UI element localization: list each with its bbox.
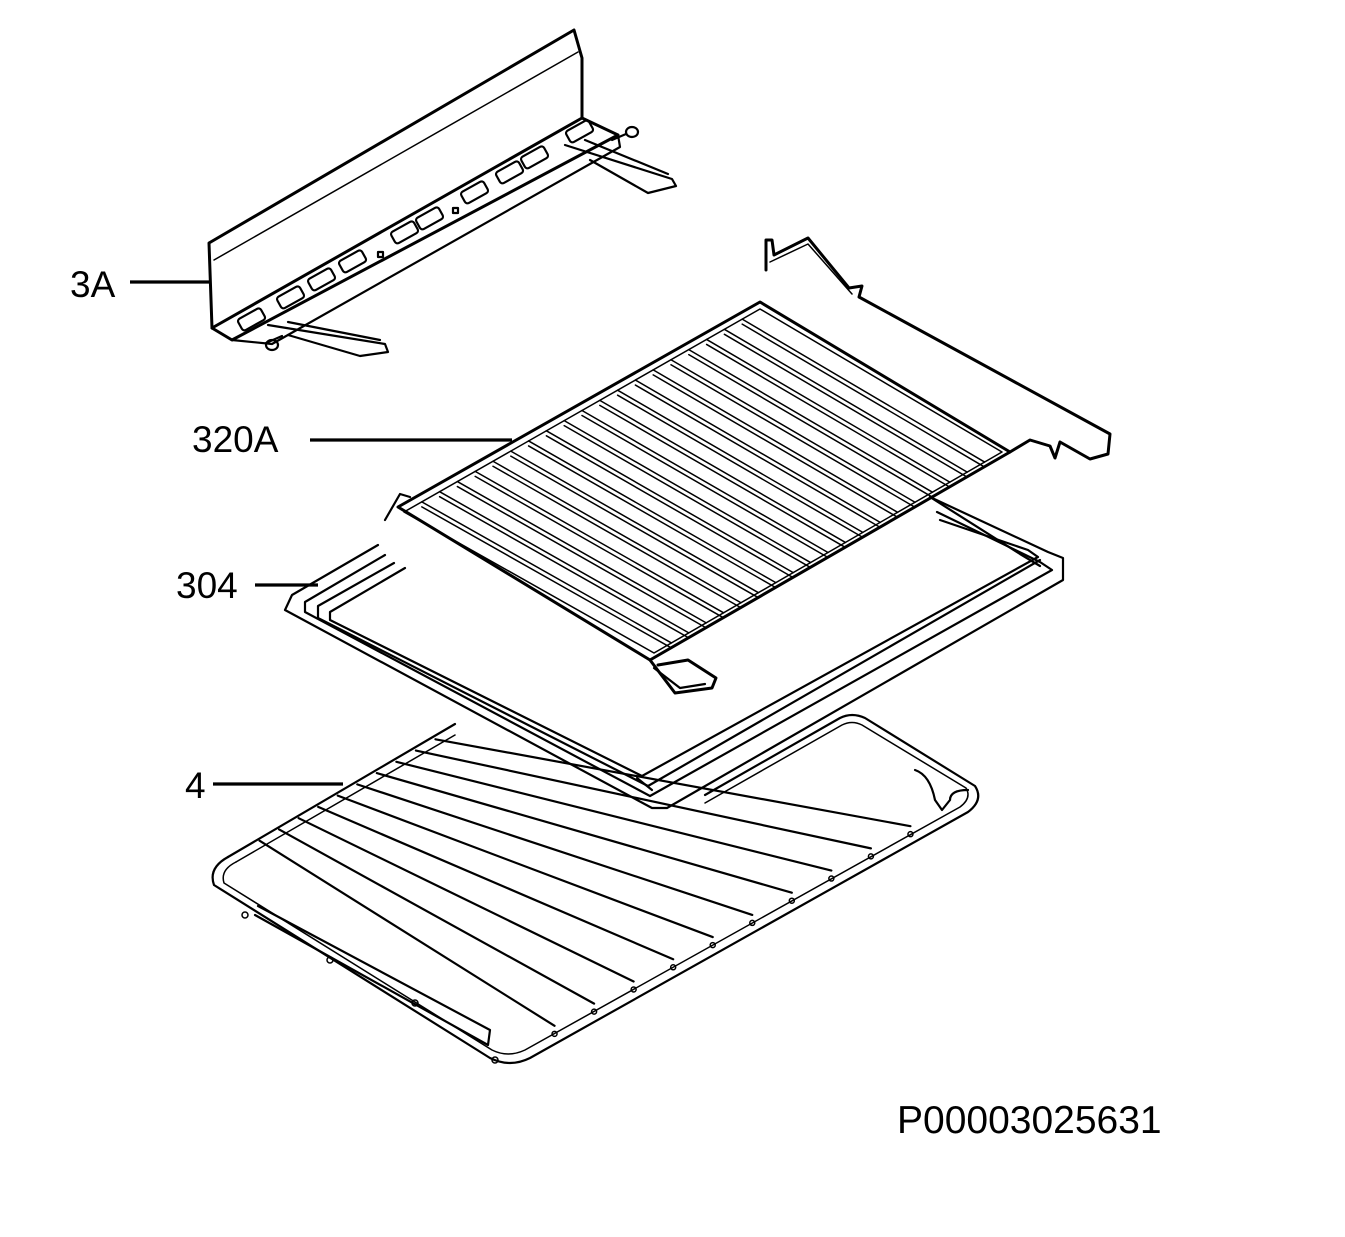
part-3a-side-rail [207, 28, 678, 358]
element-rod [545, 435, 794, 579]
element-rod [510, 450, 760, 594]
rail-runner-front [264, 320, 390, 358]
element-rod [616, 394, 864, 539]
shelf-weld-point [867, 853, 875, 860]
element-rod [670, 364, 916, 508]
part-320a-grill-element [383, 236, 1112, 695]
shelf-wire [336, 794, 714, 939]
element-rod [652, 374, 899, 519]
shelf-weld-point [828, 875, 835, 882]
shelf-wire [434, 738, 912, 828]
element-rod [563, 419, 812, 564]
element-rod [510, 455, 760, 599]
element-rod [421, 501, 673, 644]
shelf-wire [375, 771, 793, 894]
shelf-weld-point [749, 919, 756, 927]
element-rod [456, 485, 707, 629]
element-rod [456, 480, 707, 624]
label-3a: 3A [70, 264, 116, 305]
shelf-wires [258, 738, 914, 1038]
element-rod [563, 424, 812, 569]
shelf-wire [277, 828, 596, 1005]
shelf-weld-point [669, 964, 677, 971]
shelf-weld-point [630, 986, 637, 993]
shelf-wire [356, 783, 754, 917]
shelf-weld-point [709, 941, 716, 949]
label-4: 4 [185, 765, 206, 806]
element-rod [599, 404, 847, 549]
element-rod [492, 465, 742, 609]
element-rod [634, 384, 881, 529]
element-rod [421, 506, 673, 649]
element-rod [634, 379, 881, 524]
element-rod [652, 369, 899, 514]
element-rod [474, 475, 725, 619]
element-rod [688, 348, 934, 493]
element-rod [705, 343, 951, 488]
element-rod [741, 323, 986, 468]
element-rod [705, 338, 951, 483]
element-rod [438, 490, 690, 634]
shelf-weld-point [590, 1008, 598, 1015]
shelf-wire [414, 749, 873, 850]
shelf-weld-point [907, 830, 914, 838]
element-rod [527, 440, 777, 584]
label-304: 304 [176, 565, 238, 606]
element-rod [581, 409, 829, 554]
shelf-weld-point [788, 897, 796, 904]
element-rod [616, 389, 864, 534]
element-rod [670, 359, 916, 503]
rail-slots [236, 119, 595, 332]
element-rod [545, 430, 794, 574]
element-rod [438, 495, 690, 639]
element-rod [723, 328, 968, 473]
shelf-weld-point [551, 1030, 558, 1038]
label-320a: 320A [192, 419, 279, 460]
element-rod [741, 318, 986, 463]
element-rod [723, 333, 968, 478]
element-rods [421, 318, 986, 649]
element-rod [527, 445, 777, 589]
element-rod [492, 460, 742, 604]
element-rod [688, 353, 934, 498]
shelf-wire [297, 817, 635, 983]
shelf-wire [317, 805, 675, 961]
element-rod [599, 399, 847, 544]
reference-code: P00003025631 [897, 1099, 1162, 1142]
element-rod [581, 414, 829, 559]
shelf-wire [258, 839, 556, 1027]
rail-runner-back [563, 125, 678, 195]
leader-lines [130, 280, 512, 786]
part-4-oven-shelf [211, 713, 980, 1065]
element-rod [474, 470, 725, 614]
shelf-wire [395, 760, 833, 872]
